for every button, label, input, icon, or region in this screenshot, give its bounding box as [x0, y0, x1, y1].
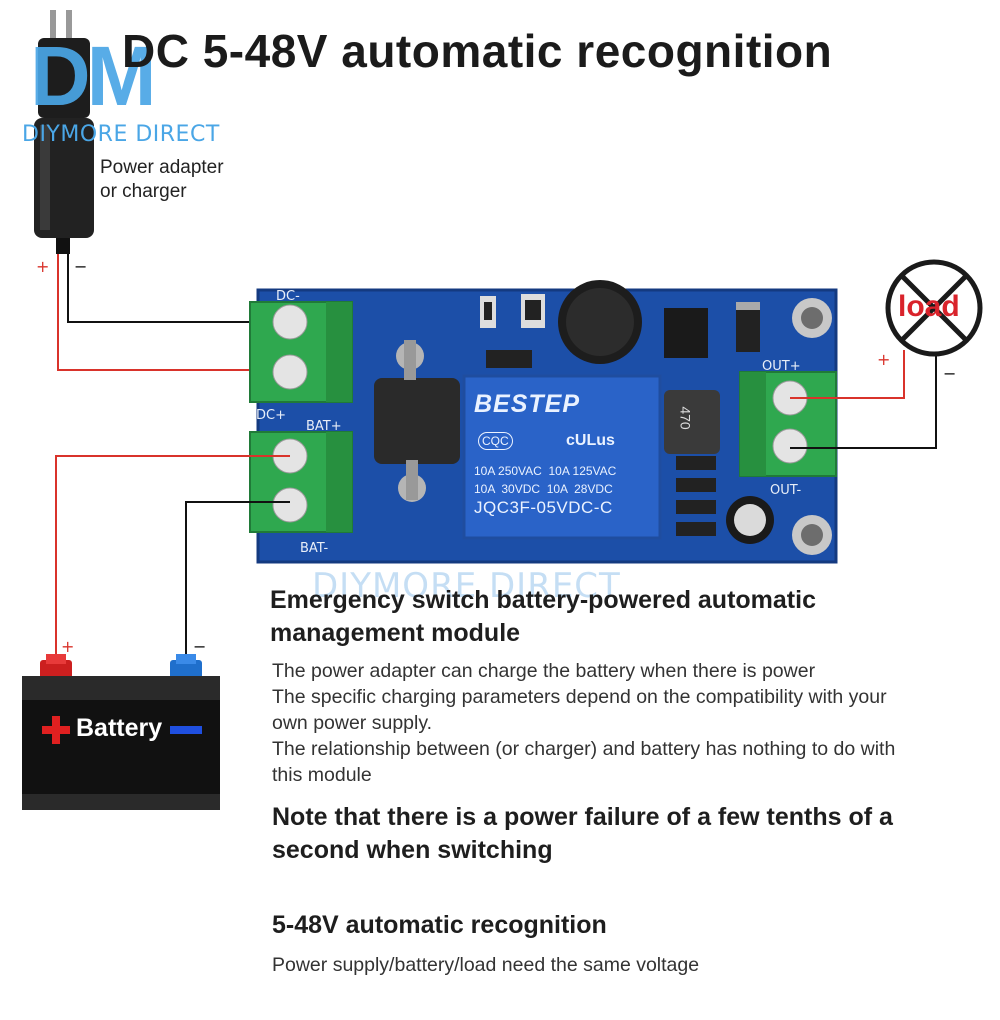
pcb-board	[256, 280, 838, 564]
relay-model: JQC3F-05VDC-C	[474, 498, 613, 517]
inductor-label: 470	[677, 406, 694, 430]
logo-letters: DM	[30, 29, 157, 123]
description-line: The specific charging parameters depend …	[272, 686, 887, 708]
relay-brand: BESTEP	[474, 390, 581, 418]
adapter-label-line2: or charger	[100, 181, 187, 202]
logo-text: DIYMORE DIRECT	[22, 122, 220, 147]
pcb-label-dc-minus: DC-	[276, 289, 300, 304]
load-minus-sign: −	[943, 364, 957, 383]
module-description: The power adapter can charge the battery…	[272, 658, 992, 788]
adapter-wires	[57, 254, 262, 371]
relay-spec-line2: 10A 30VDC 10A 28VDC	[474, 482, 613, 496]
relay-cert-ul: cULus	[566, 432, 615, 449]
load-plus-sign: +	[877, 350, 891, 369]
module-heading: Emergency switch battery-powered automat…	[270, 586, 816, 647]
adapter-label-line1: Power adapter	[100, 157, 224, 178]
relay-cert-cqc: CQC	[478, 432, 513, 450]
load-icon	[885, 259, 983, 357]
pcb-label-bat-plus: BAT+	[306, 419, 342, 434]
relay-spec-line1: 10A 250VAC 10A 125VAC	[474, 464, 617, 478]
terminal-out	[739, 371, 837, 477]
pcb-label-out-minus: OUT-	[770, 483, 802, 498]
battery-icon	[22, 654, 220, 810]
description-line: this module	[272, 764, 372, 786]
pcb-label-dc-plus: DC+	[256, 408, 286, 423]
description-line: The power adapter can charge the battery…	[272, 660, 816, 682]
battery-plus-sign: +	[61, 637, 75, 656]
adapter-label: Power adapter or charger	[100, 156, 280, 204]
battery-label: Battery	[76, 714, 163, 742]
adapter-plus-sign: +	[36, 257, 50, 276]
load-label: load	[898, 290, 960, 323]
page-title: DC 5-48V automatic recognition	[122, 25, 833, 77]
load-wires	[790, 350, 937, 449]
description-line: The relationship between (or charger) an…	[272, 738, 896, 760]
battery-minus-sign: −	[193, 637, 207, 656]
watermark-text: DIYMORE DIRECT	[312, 566, 621, 606]
battery-wires	[55, 455, 290, 668]
terminal-dc	[249, 301, 353, 403]
pcb-label-bat-minus: BAT-	[300, 541, 329, 556]
pcb-label-out-plus: OUT+	[762, 359, 801, 374]
switching-note: Note that there is a power failure of a …	[272, 803, 893, 864]
power-adapter-icon	[34, 10, 94, 254]
terminal-bat	[249, 431, 353, 533]
recognition-heading: 5-48V automatic recognition	[272, 911, 607, 939]
adapter-minus-sign: −	[74, 257, 88, 276]
voltage-requirement: Power supply/battery/load need the same …	[272, 954, 700, 976]
description-line: own power supply.	[272, 712, 433, 734]
